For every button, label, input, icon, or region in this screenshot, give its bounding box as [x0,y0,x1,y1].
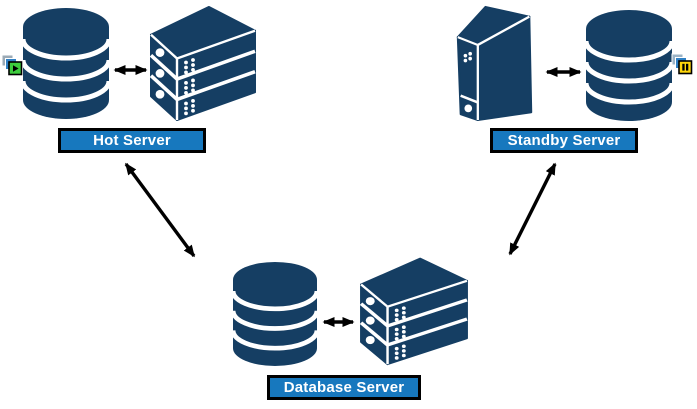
server-stack-icon [149,5,256,122]
hot-to-database-connector [124,162,196,258]
tower-server-icon [456,5,533,122]
paused-vm-status-icon [671,53,693,75]
server-stack-icon [359,257,468,366]
standby-to-database-connector [508,162,557,256]
running-vm-status-icon [1,54,23,76]
database-icon [586,10,672,121]
database-icon [23,8,109,119]
node-label-database-server: Database Server [267,375,421,400]
node-label-standby-server: Standby Server [490,128,638,153]
database-icon [233,261,317,366]
node-label-hot-server: Hot Server [58,128,206,153]
